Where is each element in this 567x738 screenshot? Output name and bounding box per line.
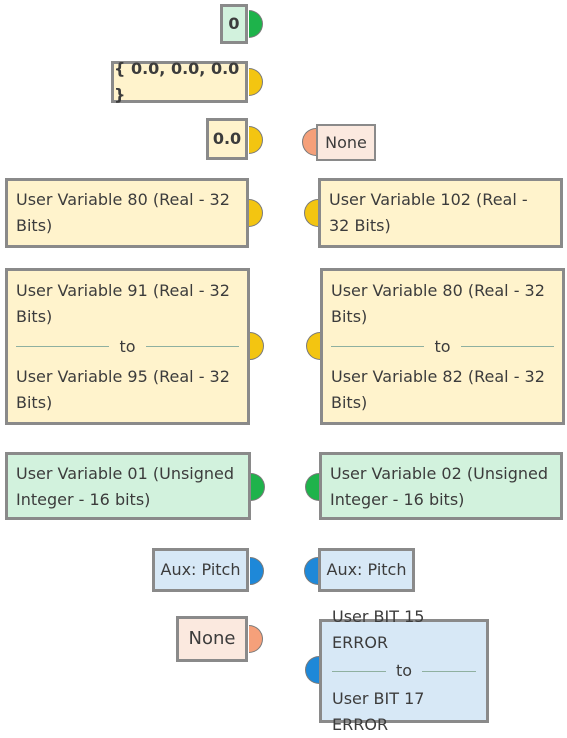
none-output-port[interactable] xyxy=(249,625,263,653)
range-left-output-port[interactable] xyxy=(250,332,264,360)
bit-range-from: User BIT 15 ERROR xyxy=(332,607,425,652)
user-variable-02-label: User Variable 02 (Unsigned Integer - 16 … xyxy=(330,464,549,509)
range-right-from: User Variable 80 (Real - 32 Bits) xyxy=(331,280,545,326)
user-variable-80-output-port[interactable] xyxy=(249,199,263,227)
user-variable-102-node[interactable]: User Variable 102 (Real - 32 Bits) xyxy=(318,178,563,248)
user-variable-80-node[interactable]: User Variable 80 (Real - 32 Bits) xyxy=(5,178,249,248)
divider-line xyxy=(460,346,554,347)
range-right-to-label: to xyxy=(434,336,451,356)
user-variable-02-input-port[interactable] xyxy=(305,473,319,501)
user-variable-01-output-port[interactable] xyxy=(251,473,265,501)
user-variable-01-label: User Variable 01 (Unsigned Integer - 16 … xyxy=(16,464,235,509)
user-variable-102-label: User Variable 102 (Real - 32 Bits) xyxy=(329,190,528,235)
divider-line xyxy=(422,670,476,672)
divider-line xyxy=(145,346,239,347)
vector-constant-node[interactable]: { 0.0, 0.0, 0.0 } xyxy=(111,59,248,104)
aux-pitch-label-left: Aux: Pitch xyxy=(160,560,241,579)
bit-range-to: User BIT 17 ERROR xyxy=(332,689,425,734)
range-left-to-label: to xyxy=(119,336,136,356)
real-constant-node[interactable]: 0.0 xyxy=(206,118,248,160)
user-variable-range-left-node[interactable]: User Variable 91 (Real - 32 Bits) to Use… xyxy=(5,268,250,425)
none-label-left: None xyxy=(188,628,236,649)
bit-range-divider: to xyxy=(332,658,476,684)
range-left-divider: to xyxy=(16,334,239,360)
aux-pitch-input-port[interactable] xyxy=(304,557,318,585)
aux-pitch-node-right[interactable]: Aux: Pitch xyxy=(318,548,415,592)
none-node-right[interactable]: None xyxy=(316,124,376,161)
user-variable-02-node[interactable]: User Variable 02 (Unsigned Integer - 16 … xyxy=(319,452,563,520)
bit-range-input-port[interactable] xyxy=(305,656,319,684)
divider-line xyxy=(16,346,110,347)
aux-pitch-label-right: Aux: Pitch xyxy=(326,560,407,579)
user-bit-range-node[interactable]: User BIT 15 ERROR to User BIT 17 ERROR xyxy=(319,607,489,734)
user-variable-range-right-node[interactable]: User Variable 80 (Real - 32 Bits) to Use… xyxy=(320,268,565,425)
none-label-right: None xyxy=(325,132,367,152)
aux-pitch-node-left[interactable]: Aux: Pitch xyxy=(152,548,249,592)
aux-pitch-output-port[interactable] xyxy=(250,557,264,585)
none-node-left[interactable]: None xyxy=(176,616,248,662)
integer-constant-node[interactable]: 0 xyxy=(220,4,248,44)
user-variable-102-input-port[interactable] xyxy=(304,199,318,227)
user-variable-80-label: User Variable 80 (Real - 32 Bits) xyxy=(16,190,230,235)
range-left-from: User Variable 91 (Real - 32 Bits) xyxy=(16,280,230,326)
divider-line xyxy=(331,346,425,347)
divider-line xyxy=(332,670,386,672)
range-right-to: User Variable 82 (Real - 32 Bits) xyxy=(331,366,545,412)
real-output-port[interactable] xyxy=(249,126,263,154)
user-variable-01-node[interactable]: User Variable 01 (Unsigned Integer - 16 … xyxy=(5,452,251,520)
range-left-to: User Variable 95 (Real - 32 Bits) xyxy=(16,366,230,412)
vector-output-port[interactable] xyxy=(249,68,263,96)
real-constant-value: 0.0 xyxy=(212,129,242,148)
range-right-divider: to xyxy=(331,334,554,360)
range-right-input-port[interactable] xyxy=(306,332,320,360)
integer-output-port[interactable] xyxy=(249,10,263,38)
integer-constant-value: 0 xyxy=(228,14,240,33)
bit-range-to-label: to xyxy=(395,661,413,680)
vector-constant-value: { 0.0, 0.0, 0.0 } xyxy=(114,59,240,104)
none-input-port[interactable] xyxy=(302,128,316,156)
